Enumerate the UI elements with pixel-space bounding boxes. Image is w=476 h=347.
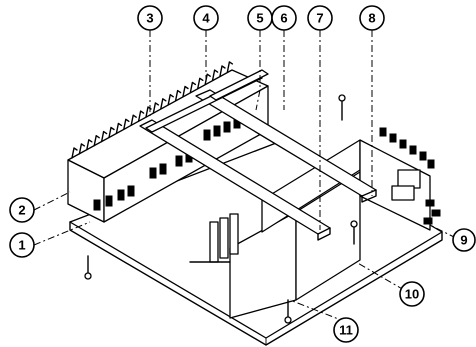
heat-sink-fin bbox=[160, 98, 167, 110]
heat-sink-fin bbox=[152, 102, 160, 114]
heat-sink-fin bbox=[137, 110, 145, 122]
connector-cluster bbox=[379, 127, 441, 225]
svg-text:11: 11 bbox=[339, 323, 353, 338]
heat-sink-fin bbox=[211, 69, 219, 81]
heat-sink-fin bbox=[100, 130, 108, 143]
screw-mid bbox=[350, 220, 358, 245]
heat-sink-fin bbox=[115, 122, 123, 135]
svg-text:2: 2 bbox=[18, 203, 25, 218]
callout-8: 8 bbox=[359, 5, 385, 31]
screw-left bbox=[84, 255, 92, 280]
side-board bbox=[359, 139, 431, 231]
heat-sink-fin bbox=[189, 81, 197, 94]
callout-1: 1 bbox=[9, 232, 35, 258]
bracket-bar-long bbox=[139, 119, 331, 241]
screw-bottom bbox=[284, 299, 292, 324]
heat-sink-fin bbox=[78, 143, 86, 155]
bracket-bar-mid bbox=[195, 89, 377, 203]
heat-sink-fin bbox=[71, 147, 78, 159]
heat-sink-fin bbox=[219, 65, 226, 77]
svg-text:10: 10 bbox=[405, 287, 419, 302]
callout-9: 9 bbox=[452, 228, 476, 252]
heat-sink-fin bbox=[197, 77, 204, 90]
svg-text:1: 1 bbox=[18, 238, 25, 253]
callout-2: 2 bbox=[9, 197, 35, 223]
callout-5: 5 bbox=[247, 5, 273, 31]
heat-sink-fin bbox=[93, 134, 100, 147]
heat-sink-fin bbox=[108, 126, 115, 139]
callout-3: 3 bbox=[137, 5, 163, 31]
heat-sink-fin bbox=[174, 89, 182, 102]
heat-sink-fin bbox=[130, 114, 137, 126]
svg-text:9: 9 bbox=[460, 233, 467, 248]
svg-text:6: 6 bbox=[280, 11, 287, 26]
heat-sink-fin bbox=[123, 118, 130, 131]
heat-sink-fin bbox=[167, 93, 174, 106]
heat-sink-fin bbox=[86, 139, 93, 151]
callout-4: 4 bbox=[193, 5, 219, 31]
bracket-bar-cross bbox=[145, 69, 269, 133]
front-board bbox=[229, 171, 361, 319]
svg-text:5: 5 bbox=[256, 11, 263, 26]
callout-11: 11 bbox=[333, 317, 359, 343]
heat-sink-fin bbox=[226, 61, 234, 73]
callout-7: 7 bbox=[307, 5, 333, 31]
svg-text:3: 3 bbox=[146, 11, 153, 26]
svg-text:8: 8 bbox=[368, 11, 375, 26]
callout-6: 6 bbox=[271, 5, 297, 31]
heat-sink-fin bbox=[182, 85, 189, 98]
leader-lines bbox=[33, 30, 457, 323]
resistor-stack bbox=[189, 213, 239, 263]
svg-text:7: 7 bbox=[316, 11, 323, 26]
screw-top bbox=[338, 94, 346, 121]
svg-text:4: 4 bbox=[202, 11, 210, 26]
callout-10: 10 bbox=[399, 281, 425, 307]
